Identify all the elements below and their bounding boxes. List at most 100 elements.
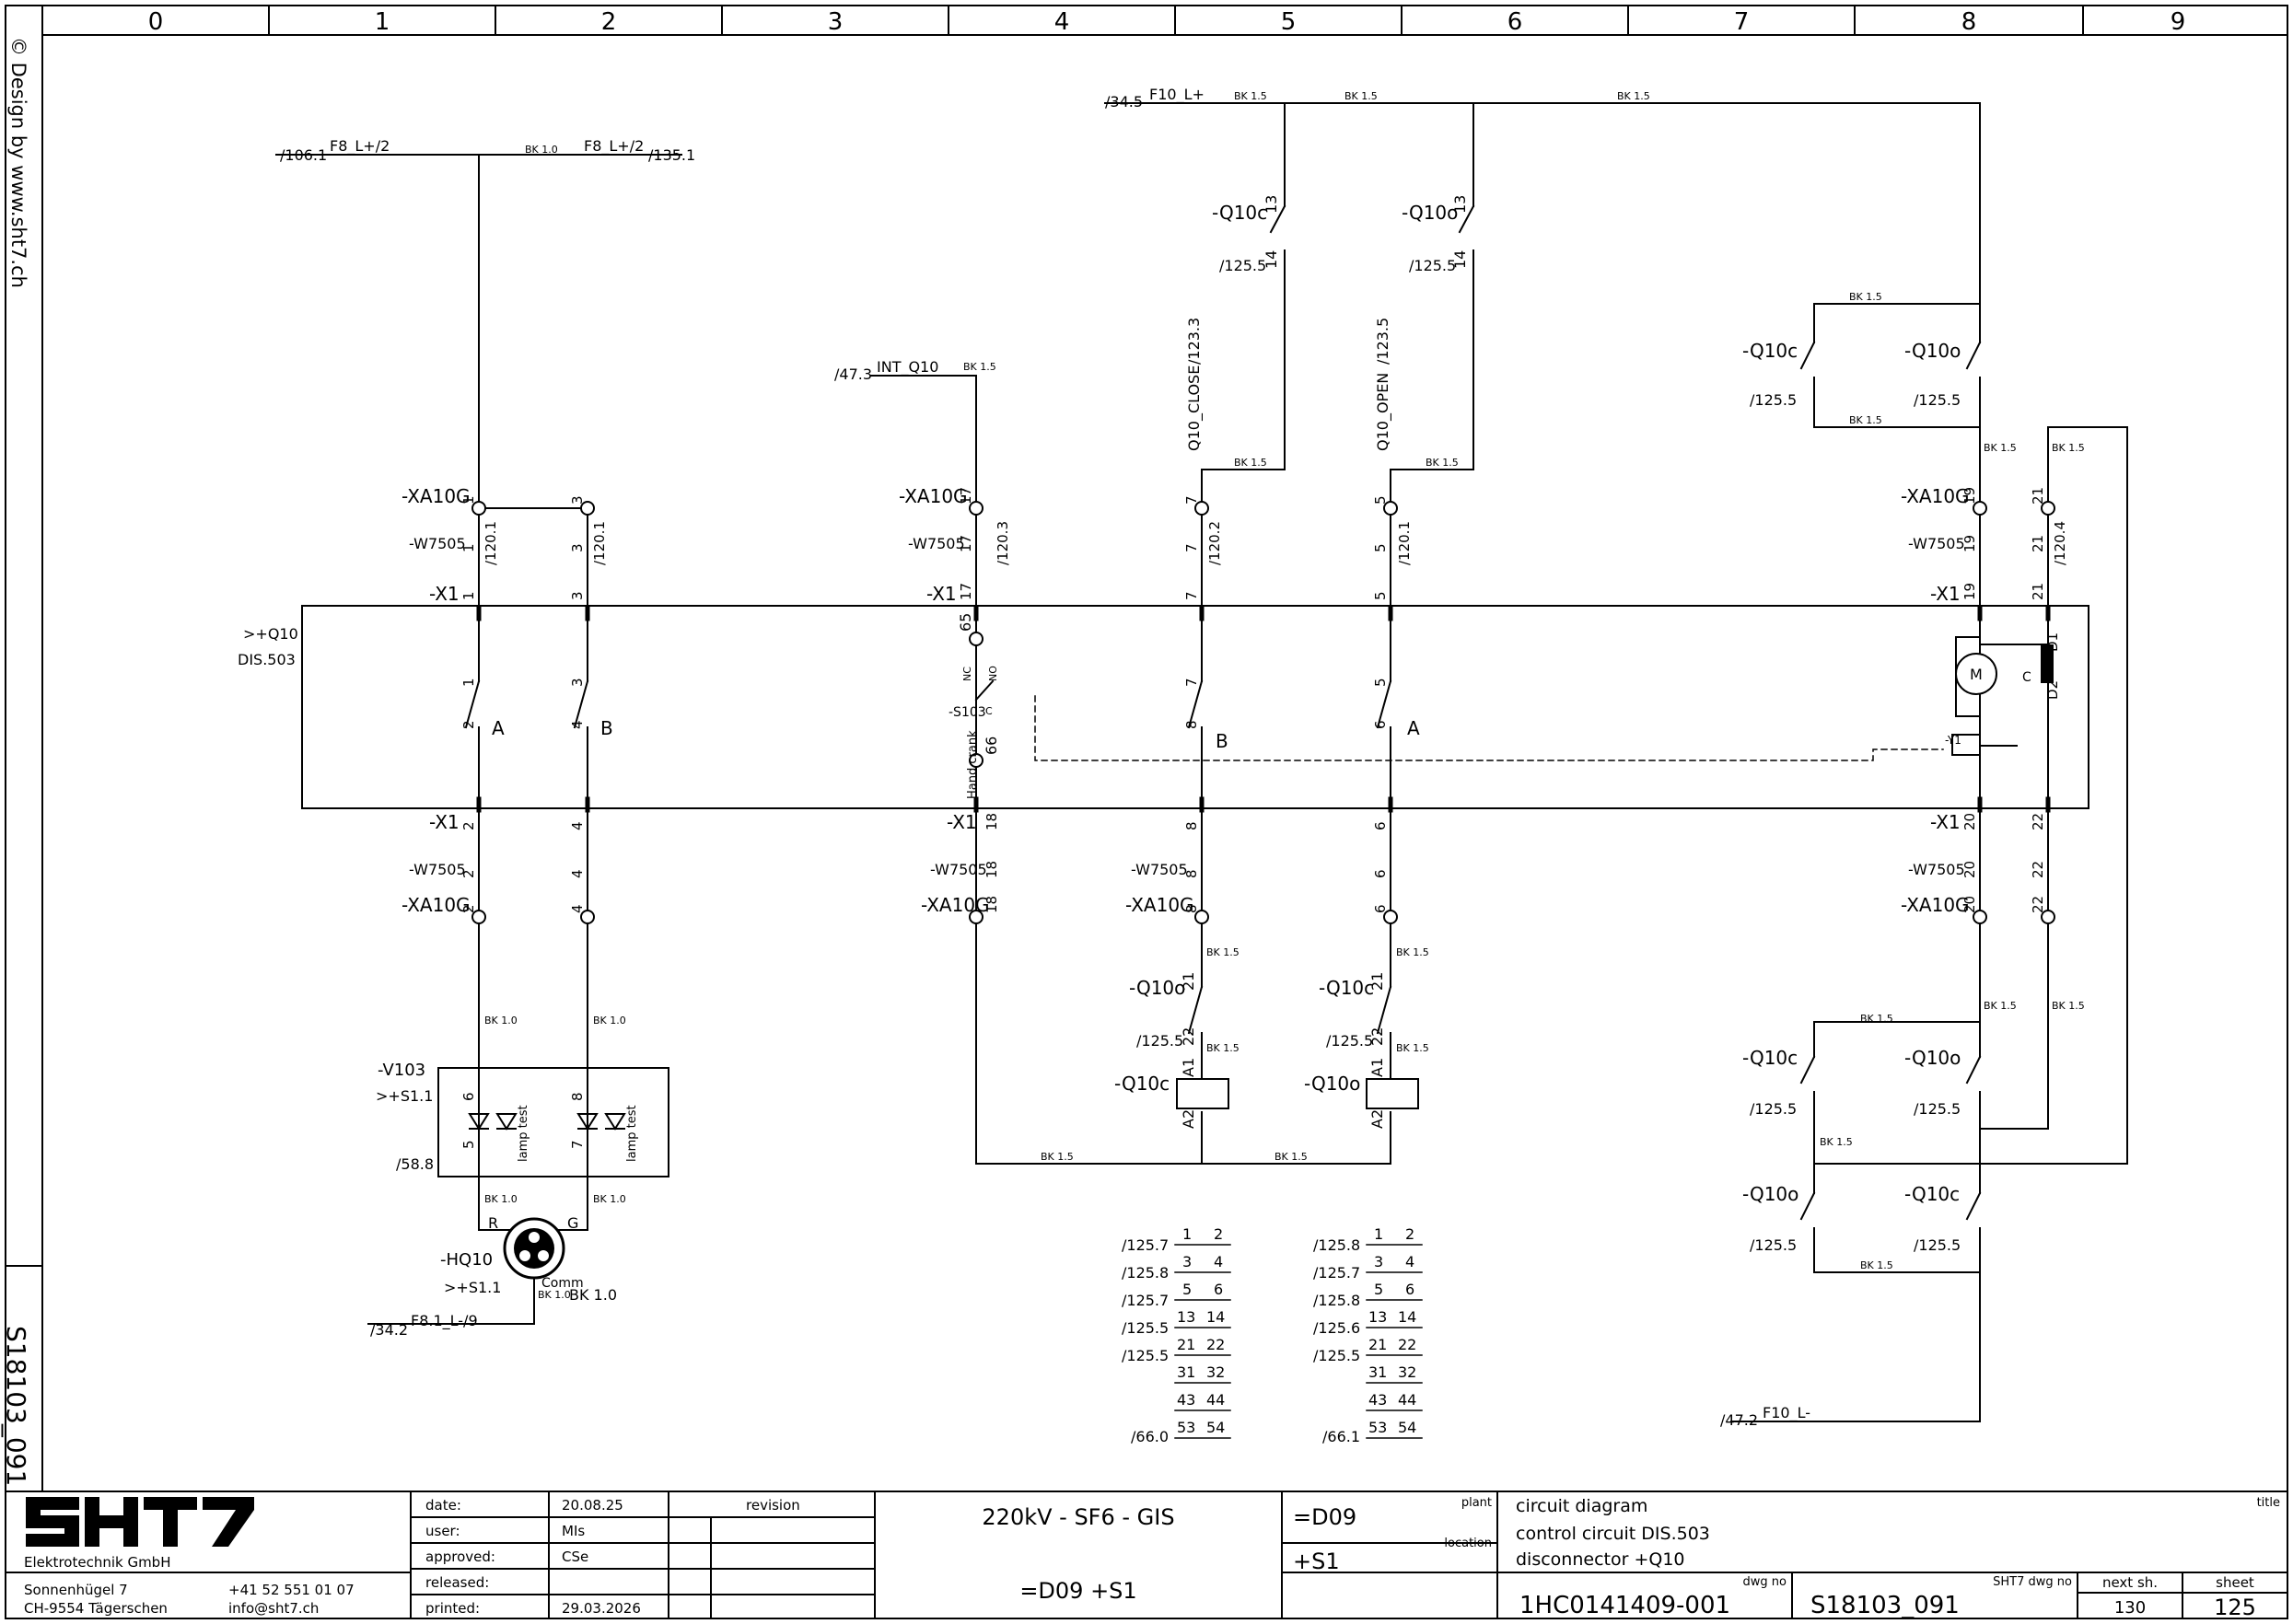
signal-labels: Q10_CLOSE /123.3 Q10_OPEN /123.5 Hand cr…: [517, 195, 2061, 1162]
tnw-7: 7: [1183, 543, 1200, 552]
hq-comm: Comm: [541, 1276, 584, 1291]
coil-y1: [1951, 734, 1981, 756]
q10c-coil-contact-tag: -Q10c: [1319, 977, 1374, 999]
terminal-circles: [471, 501, 2055, 924]
company-phone: +41 52 551 01 07: [228, 1582, 355, 1598]
tn-7: 7: [1183, 495, 1200, 505]
xa10g-top-1: -XA10G: [402, 485, 471, 507]
q10c-lr2-ref: /125.5: [1914, 1236, 1961, 1254]
q10-open-label: Q10_OPEN: [1374, 373, 1392, 451]
device-labels: >+Q10 DIS.503 A B B A -S103 C M C -Y1: [238, 625, 2031, 752]
x1-top-1: -X1: [429, 583, 460, 605]
wire-hq-2: BK 1.0: [593, 1193, 626, 1205]
sheet-label: sheet: [2216, 1574, 2254, 1591]
lamp-ref: /58.8: [396, 1155, 434, 1173]
tb-20: 20: [1961, 813, 1978, 830]
s103-nc: NC: [961, 667, 973, 681]
lamp-diodes: [468, 1113, 626, 1131]
co-p5a: 31: [1368, 1363, 1387, 1381]
t13-c: 13: [1263, 195, 1280, 214]
wire-lr-1: BK 1.5: [1860, 1013, 1893, 1025]
q10o-lr-tag: -Q10o: [1904, 1047, 1961, 1069]
cc-p3b: 14: [1206, 1308, 1225, 1326]
wire-q10c-coil: BK 1.5: [1396, 946, 1429, 958]
tnx-5: 5: [1372, 591, 1389, 600]
tn-1: 1: [460, 495, 477, 505]
hq-loc: >+S1.1: [444, 1279, 501, 1296]
q10-close-ref: /123.3: [1185, 318, 1203, 365]
company-email: info@sht7.ch: [228, 1600, 319, 1617]
x1-bot-2: -X1: [947, 811, 977, 833]
co-p1a: 3: [1374, 1253, 1383, 1270]
int-ref: /47.3: [834, 365, 872, 383]
ref-col-5: /120.1: [1396, 521, 1413, 565]
cc-p2a: 5: [1182, 1281, 1192, 1298]
d1-label: D1: [2044, 632, 2061, 652]
tnx-1: 1: [460, 591, 477, 600]
tbw-18: 18: [984, 861, 1000, 878]
co-ref-1: /125.7: [1313, 1264, 1360, 1282]
co-p2b: 6: [1405, 1281, 1414, 1298]
q10o-box-tag: -Q10o: [1904, 340, 1961, 362]
indicator-lamp-dots: [519, 1232, 549, 1261]
diode-d1: [2041, 644, 2054, 683]
wire-21: BK 1.5: [2052, 442, 2085, 454]
revision-label: revision: [746, 1497, 800, 1514]
f8-left-ref: /106.1: [280, 146, 327, 164]
user-value: MIs: [562, 1523, 585, 1539]
tnx-7: 7: [1183, 591, 1200, 600]
user-label: user:: [425, 1523, 460, 1539]
hq-g: G: [567, 1214, 578, 1232]
q10c-lr-ref: /125.5: [1750, 1100, 1797, 1118]
drawing-numbers: dwg no 1HC0141409-001 SHT7 dwg no S18103…: [1519, 1574, 2256, 1620]
wire-close: BK 1.5: [1234, 457, 1267, 469]
lamp-loc: >+S1.1: [376, 1087, 433, 1105]
tnw-19: 19: [1961, 535, 1978, 552]
date-label: date:: [425, 1497, 461, 1514]
hq-wire: BK 1.0: [569, 1286, 617, 1304]
f10-ref: /34.5: [1105, 93, 1143, 110]
co-p0a: 1: [1374, 1225, 1383, 1243]
q10c-lr-tag: -Q10c: [1742, 1047, 1798, 1069]
drawing-title: circuit diagram control circuit DIS.503 …: [1516, 1496, 2280, 1570]
sht7-logo: [26, 1497, 254, 1547]
t21-c: 21: [1368, 972, 1386, 991]
w7505-top-2: -W7505: [908, 535, 965, 552]
wire-open: BK 1.5: [1426, 457, 1459, 469]
switch-a-2: A: [1407, 717, 1420, 739]
neg-label: F10_L-: [1763, 1404, 1810, 1422]
tnx-17: 17: [958, 583, 974, 600]
approved-value: CSe: [562, 1549, 588, 1565]
terminal-numbers: 1 3 17 7 5 19 21 1 3 17 7 5 19 21 1 3 17…: [460, 487, 2068, 913]
q10-open-ref: /123.5: [1374, 318, 1391, 365]
dwg-value: 1HC0141409-001: [1519, 1592, 1730, 1619]
sw-b-3: 3: [569, 678, 586, 687]
d2-label: D2: [2044, 680, 2061, 700]
tb-2: 2: [460, 821, 477, 830]
co-p4a: 21: [1368, 1336, 1387, 1353]
w7505-bot-3: -W7505: [1131, 861, 1188, 878]
sheet-value: 125: [2214, 1595, 2256, 1620]
cc-ref-2: /125.7: [1122, 1292, 1169, 1309]
q10o-aux-ref: /125.5: [1409, 257, 1456, 274]
q10c-coil-contact-ref: /125.5: [1326, 1032, 1373, 1050]
col-4: 4: [1054, 8, 1070, 36]
wire-lr-5: BK 1.5: [1860, 1259, 1893, 1271]
x1-bot-3: -X1: [1930, 811, 1961, 833]
cc-ref-1: /125.8: [1122, 1264, 1169, 1282]
wire-q10o-coil-2: BK 1.5: [1206, 1042, 1240, 1054]
hq-r: R: [488, 1214, 498, 1232]
co-p2a: 5: [1374, 1281, 1383, 1298]
t14-c: 14: [1263, 250, 1280, 269]
coil-close-tag: -Q10c: [1114, 1073, 1170, 1095]
wire-19: BK 1.5: [1984, 442, 2017, 454]
y1-label: -Y1: [1945, 734, 1961, 747]
sheet-frame: [5, 5, 2288, 1619]
schematic-labels: /106.1 F8_L+/2 F8_L+/2 /135.1 /34.5 F10_…: [280, 86, 1810, 1429]
sht7-dwg-value: S18103_091: [1810, 1592, 1960, 1619]
sw-a-1: 1: [460, 678, 477, 687]
int-label: INT_Q10: [877, 358, 938, 377]
contact-table-close: /125.7 /125.8 /125.7 /125.5 /125.5 /66.0…: [1122, 1225, 1225, 1445]
col-6: 6: [1507, 8, 1523, 36]
tbw-22: 22: [2030, 861, 2046, 878]
